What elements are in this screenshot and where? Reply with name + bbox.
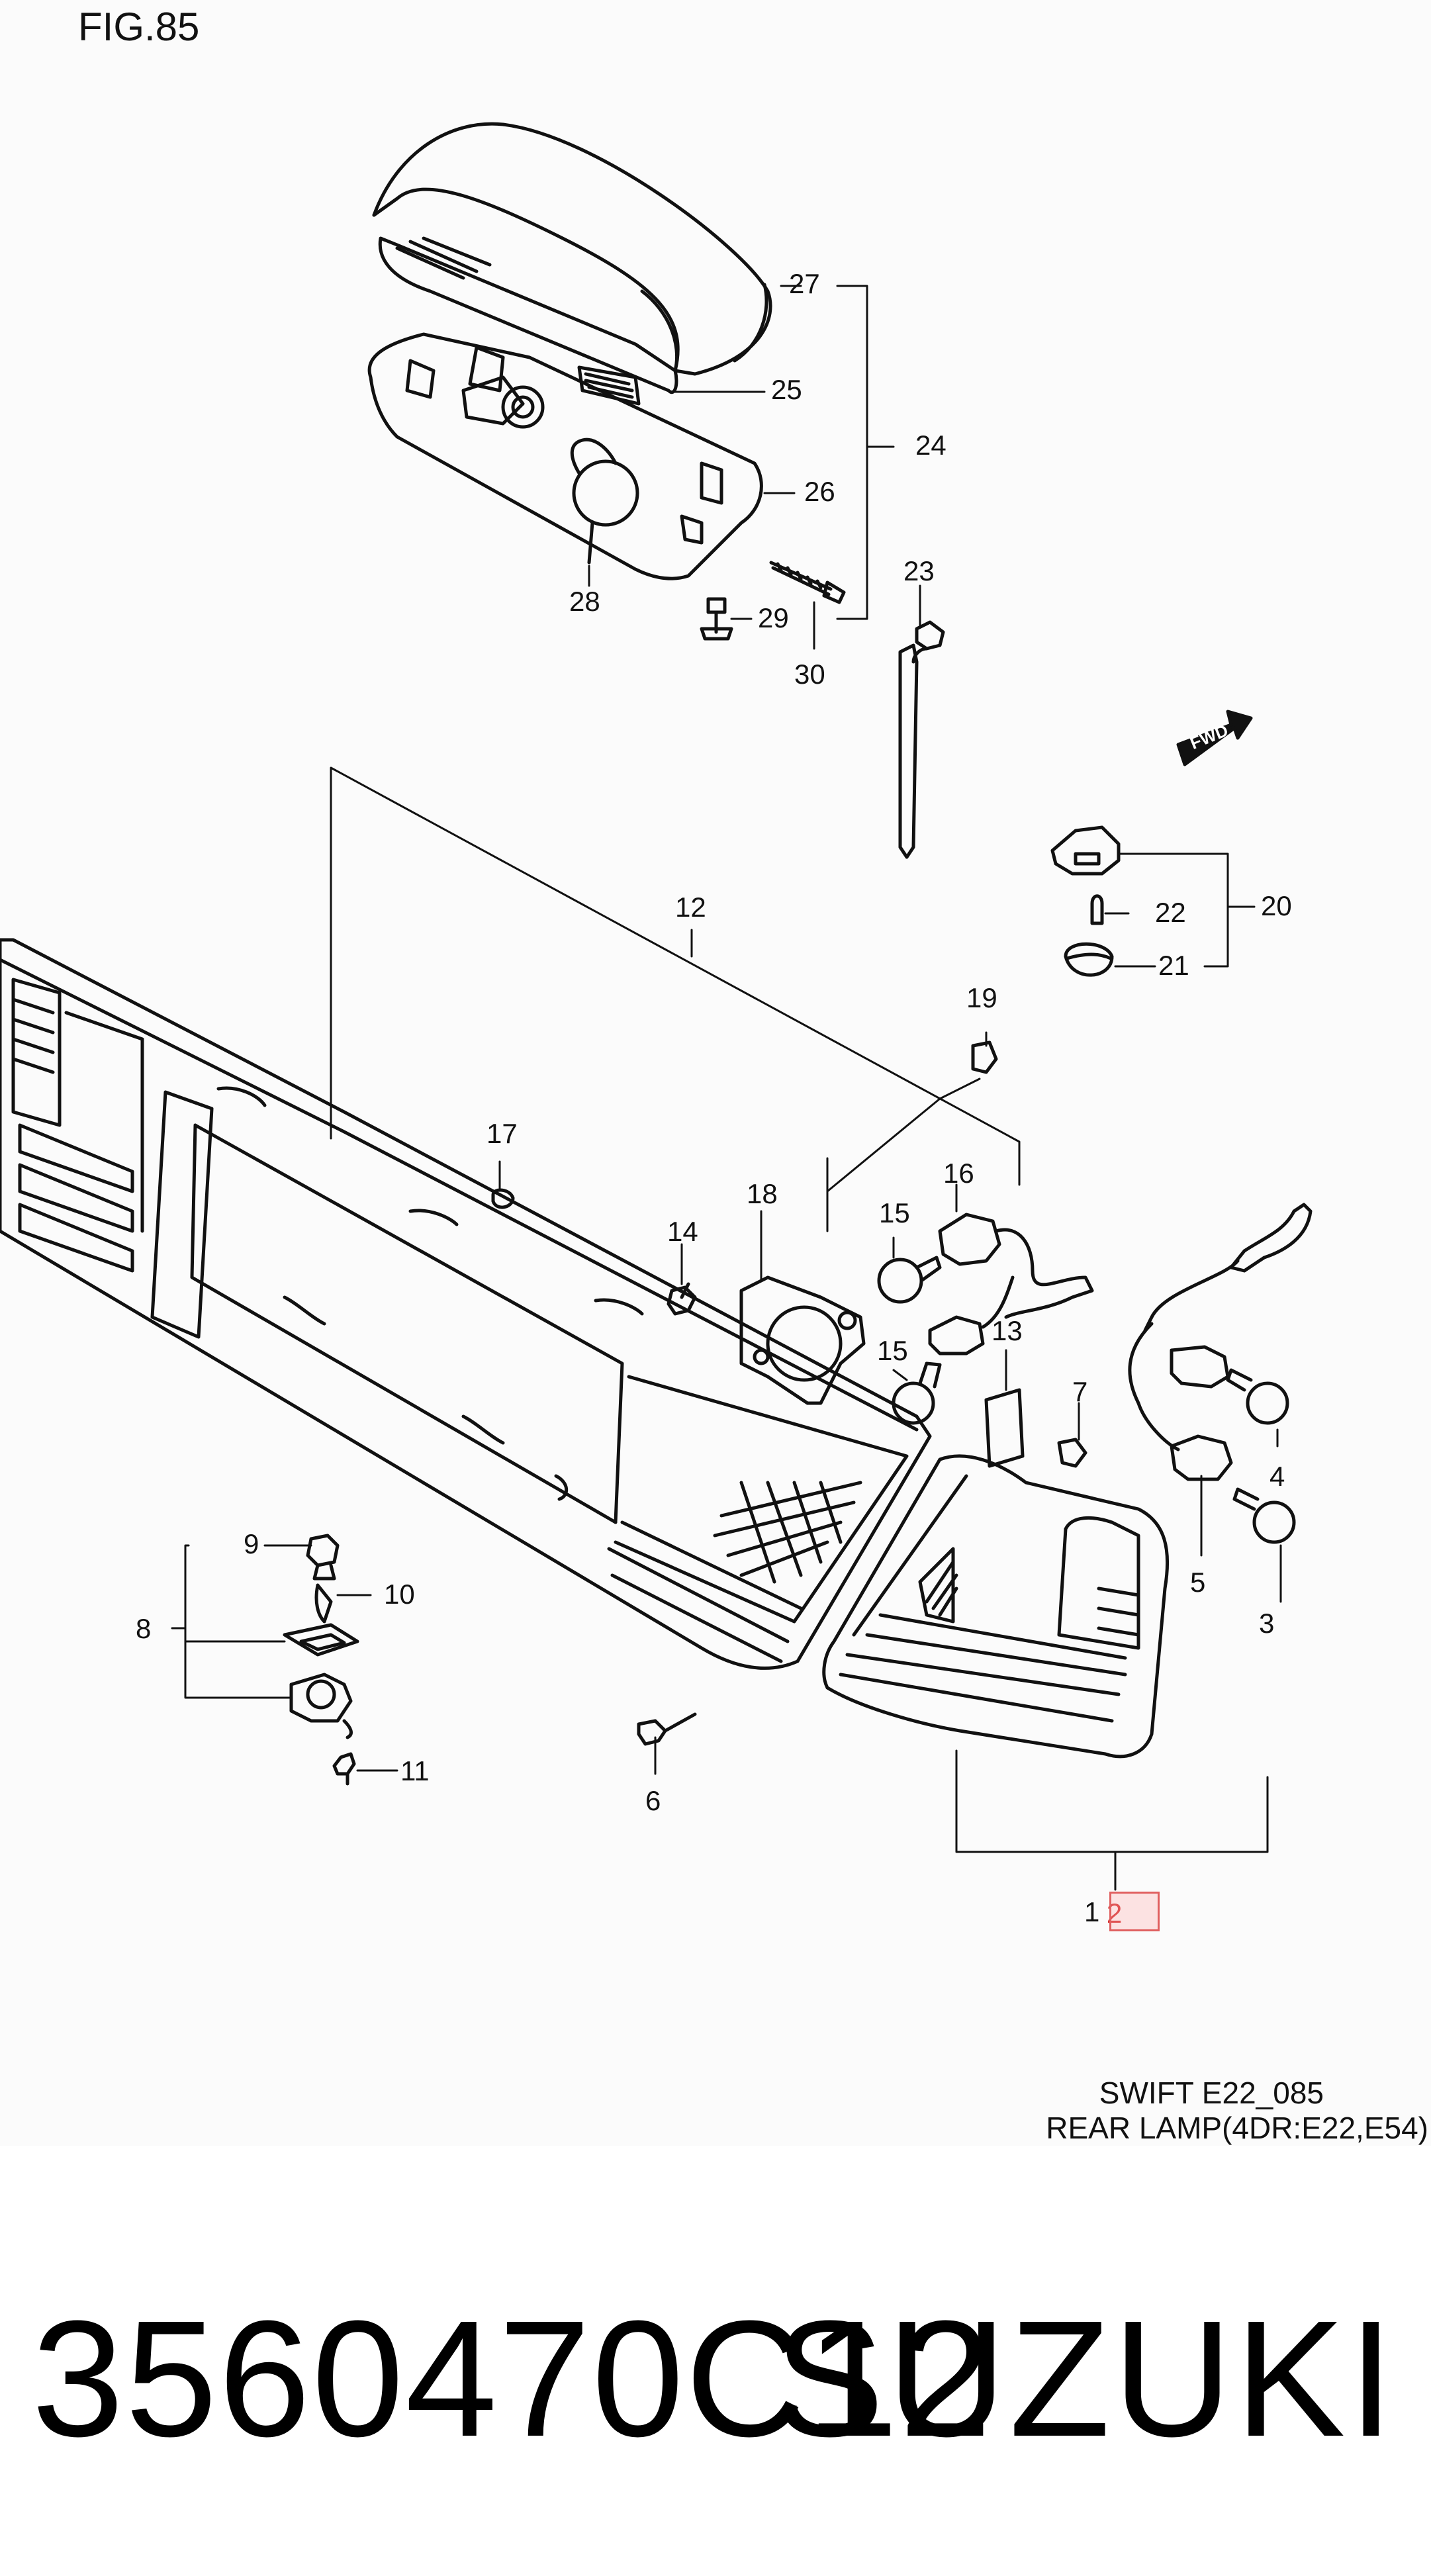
- clip-19: [971, 1040, 998, 1074]
- diagram-drawing: [0, 122, 1313, 1891]
- callout-15-lower: 15: [877, 1335, 908, 1366]
- callout-19: 19: [966, 982, 997, 1013]
- clip-7: [1057, 1438, 1087, 1468]
- clip-14: [667, 1282, 697, 1316]
- fwd-arrow: [1176, 710, 1253, 766]
- callout-30: 30: [794, 659, 825, 690]
- leader-lines-top: [588, 285, 921, 650]
- callout-11: 11: [400, 1755, 430, 1786]
- callout-8: 8: [136, 1613, 152, 1644]
- rear-lamp-panel: [0, 938, 932, 1670]
- side-lamp-lens: [822, 1454, 1170, 1759]
- callout-10: 10: [384, 1579, 415, 1610]
- bulb-15-lower: [892, 1361, 942, 1425]
- callout-27: 27: [789, 268, 820, 299]
- callout-15-upper: 15: [879, 1197, 910, 1228]
- callout-13: 13: [992, 1315, 1023, 1346]
- callout-21: 21: [1158, 950, 1189, 981]
- bulb-28: [570, 437, 639, 565]
- callout-1: 1: [1084, 1896, 1100, 1927]
- brand-name: SUZUKI: [774, 2286, 1397, 2471]
- callout-28: 28: [569, 586, 600, 617]
- high-mount-stop-lamp-housing: [367, 332, 763, 580]
- leader-lines-main: [171, 766, 1282, 1891]
- callout-12: 12: [675, 892, 706, 923]
- plate-lamp-8: [283, 1534, 359, 1739]
- grommet-17: [491, 1188, 515, 1209]
- gasket-13: [984, 1388, 1025, 1468]
- callout-14: 14: [667, 1216, 698, 1247]
- callout-25: 25: [771, 374, 802, 405]
- bulb-3: [1232, 1487, 1296, 1544]
- figure-label: FIG.85: [78, 5, 200, 49]
- callout-4: 4: [1269, 1461, 1285, 1492]
- socket-20: [1050, 825, 1121, 977]
- callout-5: 5: [1190, 1567, 1206, 1598]
- callout-17: 17: [486, 1118, 518, 1149]
- bracket-18: [739, 1275, 866, 1405]
- screw-11: [332, 1752, 356, 1786]
- callout-7: 7: [1072, 1376, 1088, 1407]
- screw-6: [637, 1712, 697, 1746]
- callout-22: 22: [1155, 897, 1186, 928]
- callout-3: 3: [1259, 1608, 1275, 1639]
- callout-18: 18: [747, 1178, 778, 1209]
- sockets-harness-4-5: [1128, 1203, 1313, 1481]
- parts-diagram: FIG.85 27 25 24 26 28 29 30 23 12 20 22 …: [0, 5, 1428, 2145]
- callout-9: 9: [244, 1528, 259, 1559]
- callout-16: 16: [943, 1158, 974, 1189]
- callout-26: 26: [804, 476, 835, 507]
- socket-16-harness: [928, 1213, 1094, 1356]
- part-number: 3560470C12: [32, 2286, 993, 2471]
- callout-6: 6: [645, 1785, 661, 1816]
- highlight-box: [1109, 1892, 1160, 1931]
- callout-24: 24: [915, 430, 946, 461]
- bracket-23: [898, 620, 945, 859]
- screw-29: [700, 597, 733, 641]
- caption-title: REAR LAMP(4DR:E22,E54): [1046, 2111, 1428, 2145]
- high-mount-stop-lamp-cover: [372, 122, 772, 376]
- callout-20: 20: [1261, 890, 1292, 921]
- leader-lines-20: [1104, 852, 1256, 968]
- caption-model: SWIFT E22_085: [1099, 2076, 1324, 2110]
- screw-30: [769, 561, 846, 604]
- callout-29: 29: [758, 602, 789, 633]
- high-mount-stop-lamp-lens: [378, 236, 678, 406]
- callout-23: 23: [903, 555, 935, 586]
- bulb-4: [1226, 1368, 1289, 1425]
- bulb-15-upper: [877, 1256, 942, 1304]
